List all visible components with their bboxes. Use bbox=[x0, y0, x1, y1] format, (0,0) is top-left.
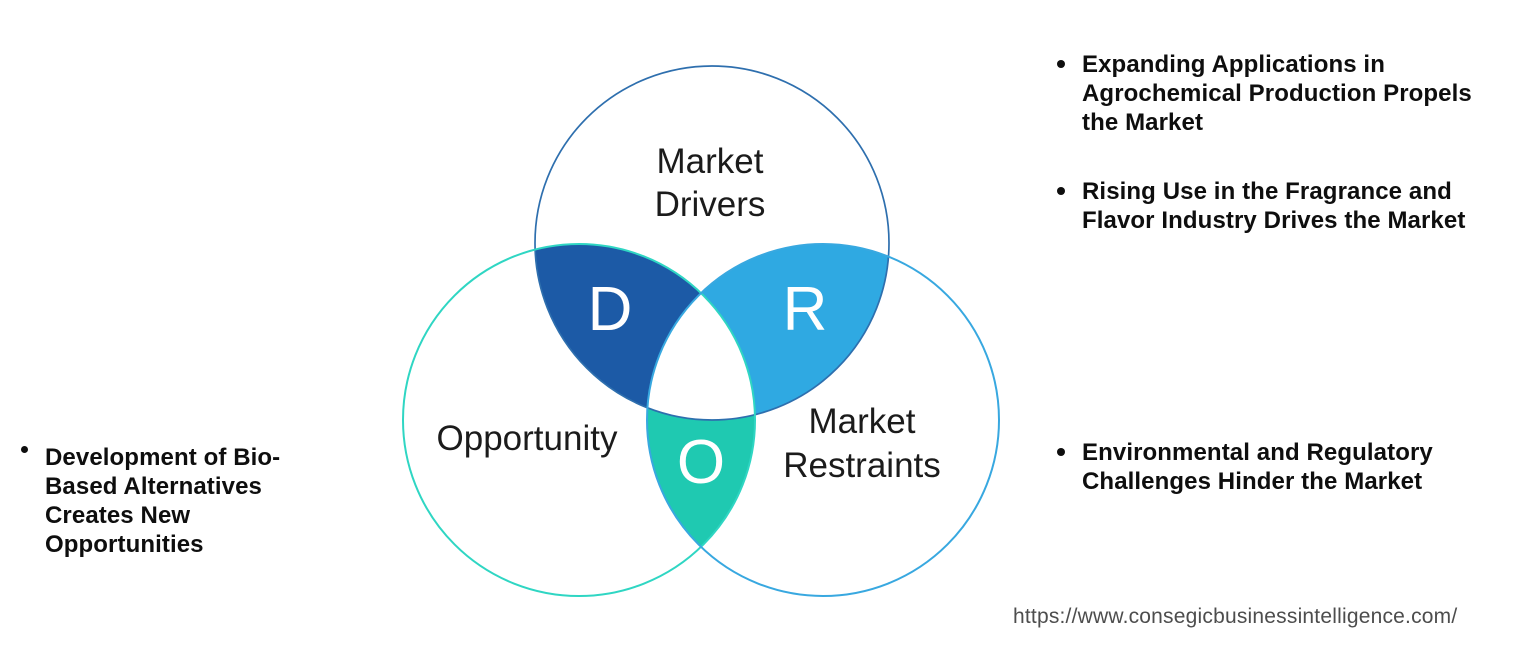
drivers-letter: D bbox=[588, 275, 633, 344]
bullet-dot-icon bbox=[21, 446, 28, 453]
drivers-restraints-overlap bbox=[647, 244, 889, 420]
bullet-dot-icon bbox=[1057, 448, 1065, 456]
restraint-bullet-text: Environmental and Regulatory Challenges … bbox=[1082, 439, 1433, 495]
driver-bullet-2-text: Rising Use in the Fragrance and Flavor I… bbox=[1082, 178, 1466, 234]
drivers-label-line1: Market bbox=[657, 142, 764, 181]
driver-bullet-1: Expanding Applications in Agrochemical P… bbox=[1057, 50, 1512, 137]
opportunity-bullet-text: Development of Bio-Based Alternatives Cr… bbox=[45, 444, 281, 558]
opportunity-label: Opportunity bbox=[437, 419, 618, 458]
restraints-label-line2: Restraints bbox=[783, 446, 941, 485]
opportunity-letter: O bbox=[677, 428, 725, 497]
bullet-dot-icon bbox=[1057, 60, 1065, 68]
bullet-dot-icon bbox=[1057, 187, 1065, 195]
restraints-circle-outline bbox=[646, 243, 1000, 597]
opportunity-bullet: Development of Bio-Based Alternatives Cr… bbox=[21, 443, 351, 559]
drivers-opportunity-overlap bbox=[535, 244, 755, 420]
drivers-circle-outline bbox=[534, 65, 890, 421]
restraints-label-line1: Market bbox=[809, 402, 916, 441]
driver-bullet-2: Rising Use in the Fragrance and Flavor I… bbox=[1057, 177, 1512, 235]
restraint-bullet: Environmental and Regulatory Challenges … bbox=[1057, 438, 1512, 496]
driver-bullet-1-text: Expanding Applications in Agrochemical P… bbox=[1082, 51, 1472, 136]
drivers-label-line2: Drivers bbox=[655, 185, 766, 224]
source-url-link[interactable]: https://www.consegicbusinessintelligence… bbox=[1013, 605, 1458, 628]
restraints-letter: R bbox=[783, 275, 828, 344]
opportunity-circle-outline bbox=[402, 243, 756, 597]
